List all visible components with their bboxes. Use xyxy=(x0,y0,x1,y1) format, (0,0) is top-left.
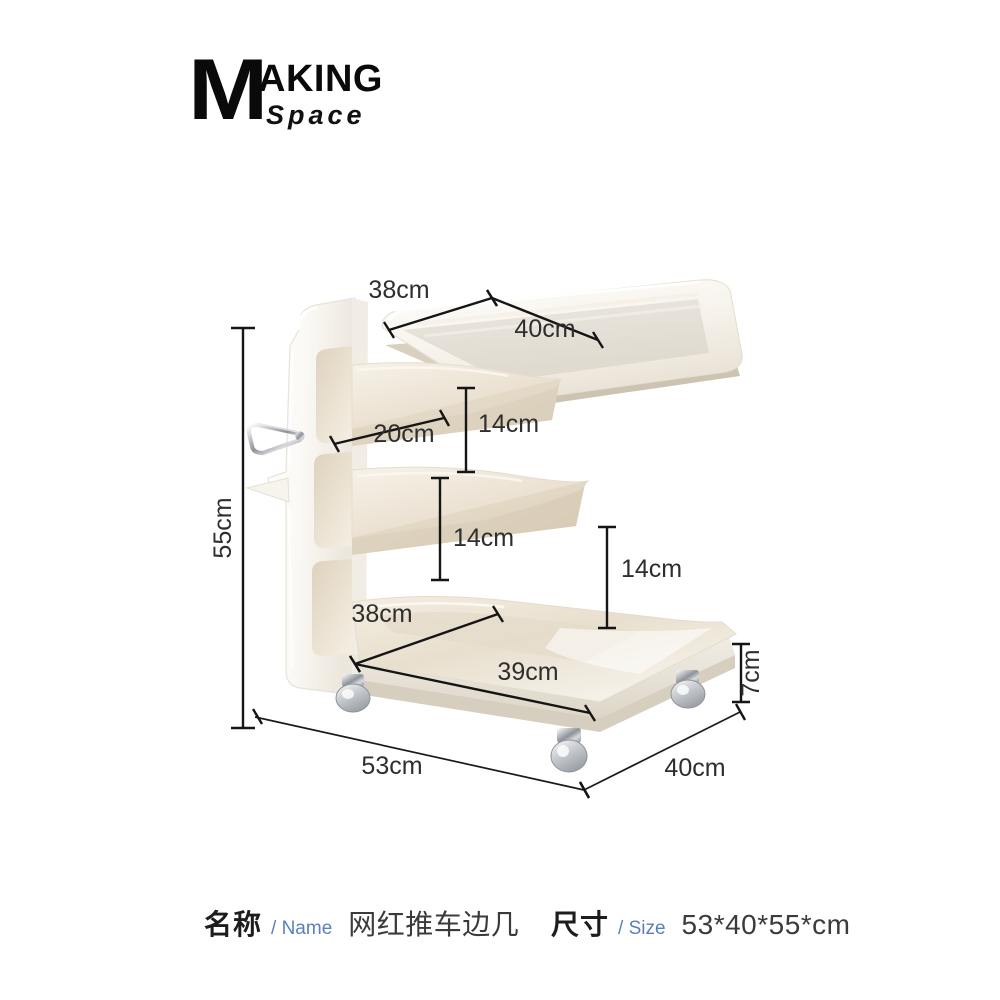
dimension-label: 39cm xyxy=(497,658,558,686)
dimension-label: 40cm xyxy=(664,754,725,782)
shelf-upper xyxy=(351,362,564,446)
dimension-gap-middle: 14cm xyxy=(431,476,514,582)
caster-wheel xyxy=(335,674,371,713)
chrome-handle xyxy=(246,422,305,456)
dimension-label: 7cm xyxy=(737,649,765,696)
spec-size-value: 53*40*55*cm xyxy=(681,909,851,940)
dimension-upper-shelf-depth: 20cm xyxy=(328,409,451,453)
shelf-bottom xyxy=(351,595,737,732)
dimension-overall-height: 55cm xyxy=(209,326,255,730)
spec-field-name: 名称 / Name 网红推车边几 xyxy=(204,903,519,943)
dimension-bottom-shelf-depth: 38cm xyxy=(348,600,505,673)
dimension-top-shelf-width: 40cm xyxy=(485,289,605,349)
dimension-label: 38cm xyxy=(368,276,429,304)
brand-logo-initial: M xyxy=(188,42,268,138)
dimension-label: 38cm xyxy=(351,600,412,628)
cart-side-panel xyxy=(245,297,368,694)
dimension-label: 14cm xyxy=(478,410,539,438)
brand-logo-word-space: Space xyxy=(266,100,366,130)
spec-name-label-en: / Name xyxy=(271,918,333,939)
dimension-gap-upper: 14cm xyxy=(457,386,539,474)
dimension-gap-lower: 14cm xyxy=(598,525,682,630)
dimension-label: 14cm xyxy=(621,555,682,583)
spec-name-label-cn: 名称 xyxy=(204,909,263,940)
caster-wheels xyxy=(335,670,706,773)
dimension-label: 40cm xyxy=(514,315,575,343)
caster-wheel xyxy=(670,670,706,709)
dimension-bottom-shelf-width: 39cm xyxy=(348,655,597,722)
spec-name-value: 网红推车边几 xyxy=(348,909,520,940)
dimension-label: 55cm xyxy=(209,497,237,558)
product-illustration: 38cm 40cm 20cm 14cm 14cm 14cm xyxy=(0,250,1000,850)
product-spec-row: 名称 / Name 网红推车边几 尺寸 / Size 53*40*55*cm xyxy=(0,903,1000,955)
dimension-label: 20cm xyxy=(373,420,434,448)
brand-logo: M AKING Space xyxy=(188,42,428,142)
caster-wheel xyxy=(550,728,588,773)
shelf-middle xyxy=(351,466,590,555)
brand-logo-word-making: AKING xyxy=(258,58,383,100)
dimension-top-shelf-depth: 38cm xyxy=(368,276,499,339)
dimension-label: 14cm xyxy=(453,524,514,552)
dimension-caster-height: 7cm xyxy=(732,642,765,704)
spec-size-label-en: / Size xyxy=(618,918,666,939)
dimension-overall-depth: 40cm xyxy=(578,703,747,799)
spec-size-label-cn: 尺寸 xyxy=(551,909,610,940)
dimension-label: 53cm xyxy=(361,752,422,780)
spec-field-size: 尺寸 / Size 53*40*55*cm xyxy=(551,903,851,943)
